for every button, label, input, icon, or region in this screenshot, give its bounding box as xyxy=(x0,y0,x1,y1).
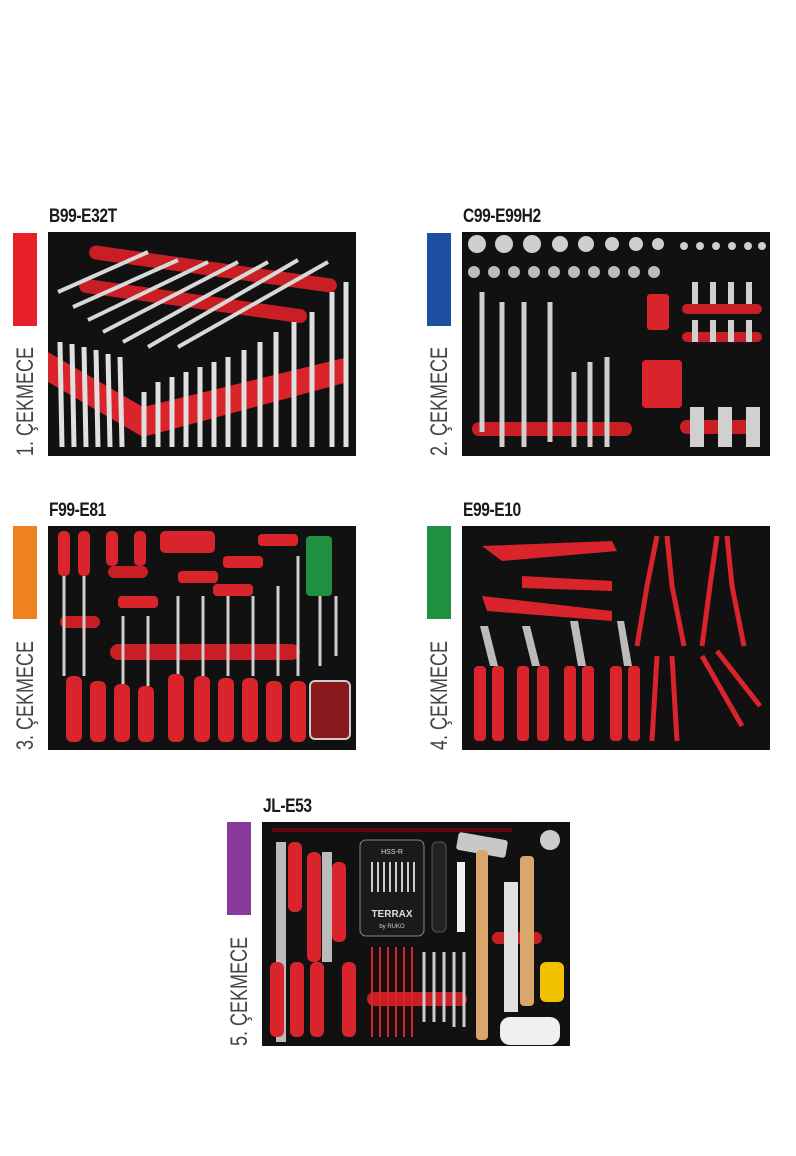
color-bar xyxy=(13,233,37,326)
drawer-label: 5. ÇEKMECE xyxy=(226,936,253,1046)
color-bar xyxy=(227,822,251,915)
drawer-code: B99-E32T xyxy=(49,206,117,227)
tool-tray-image xyxy=(48,526,356,750)
drill-box-sub: by RUKO xyxy=(379,924,405,930)
color-bar xyxy=(427,526,451,619)
drawer-code: C99-E99H2 xyxy=(463,206,541,227)
drawer-label: 1. ÇEKMECE xyxy=(12,346,39,456)
drill-box-title: HSS-R xyxy=(381,849,403,856)
drawer-label: 4. ÇEKMECE xyxy=(426,640,453,750)
drawer-code: F99-E81 xyxy=(49,500,106,521)
tool-tray-image xyxy=(462,232,770,456)
color-bar xyxy=(427,233,451,326)
tool-tray-image: HSS-R TERRAX by RUKO xyxy=(262,822,570,1046)
tool-tray-image xyxy=(48,232,356,456)
drill-box-brand: TERRAX xyxy=(371,909,412,920)
drawer-label: 3. ÇEKMECE xyxy=(12,640,39,750)
color-bar xyxy=(13,526,37,619)
drawer-code: JL-E53 xyxy=(263,796,312,817)
drawer-label: 2. ÇEKMECE xyxy=(426,346,453,456)
tool-tray-image xyxy=(462,526,770,750)
drawer-code: E99-E10 xyxy=(463,500,521,521)
